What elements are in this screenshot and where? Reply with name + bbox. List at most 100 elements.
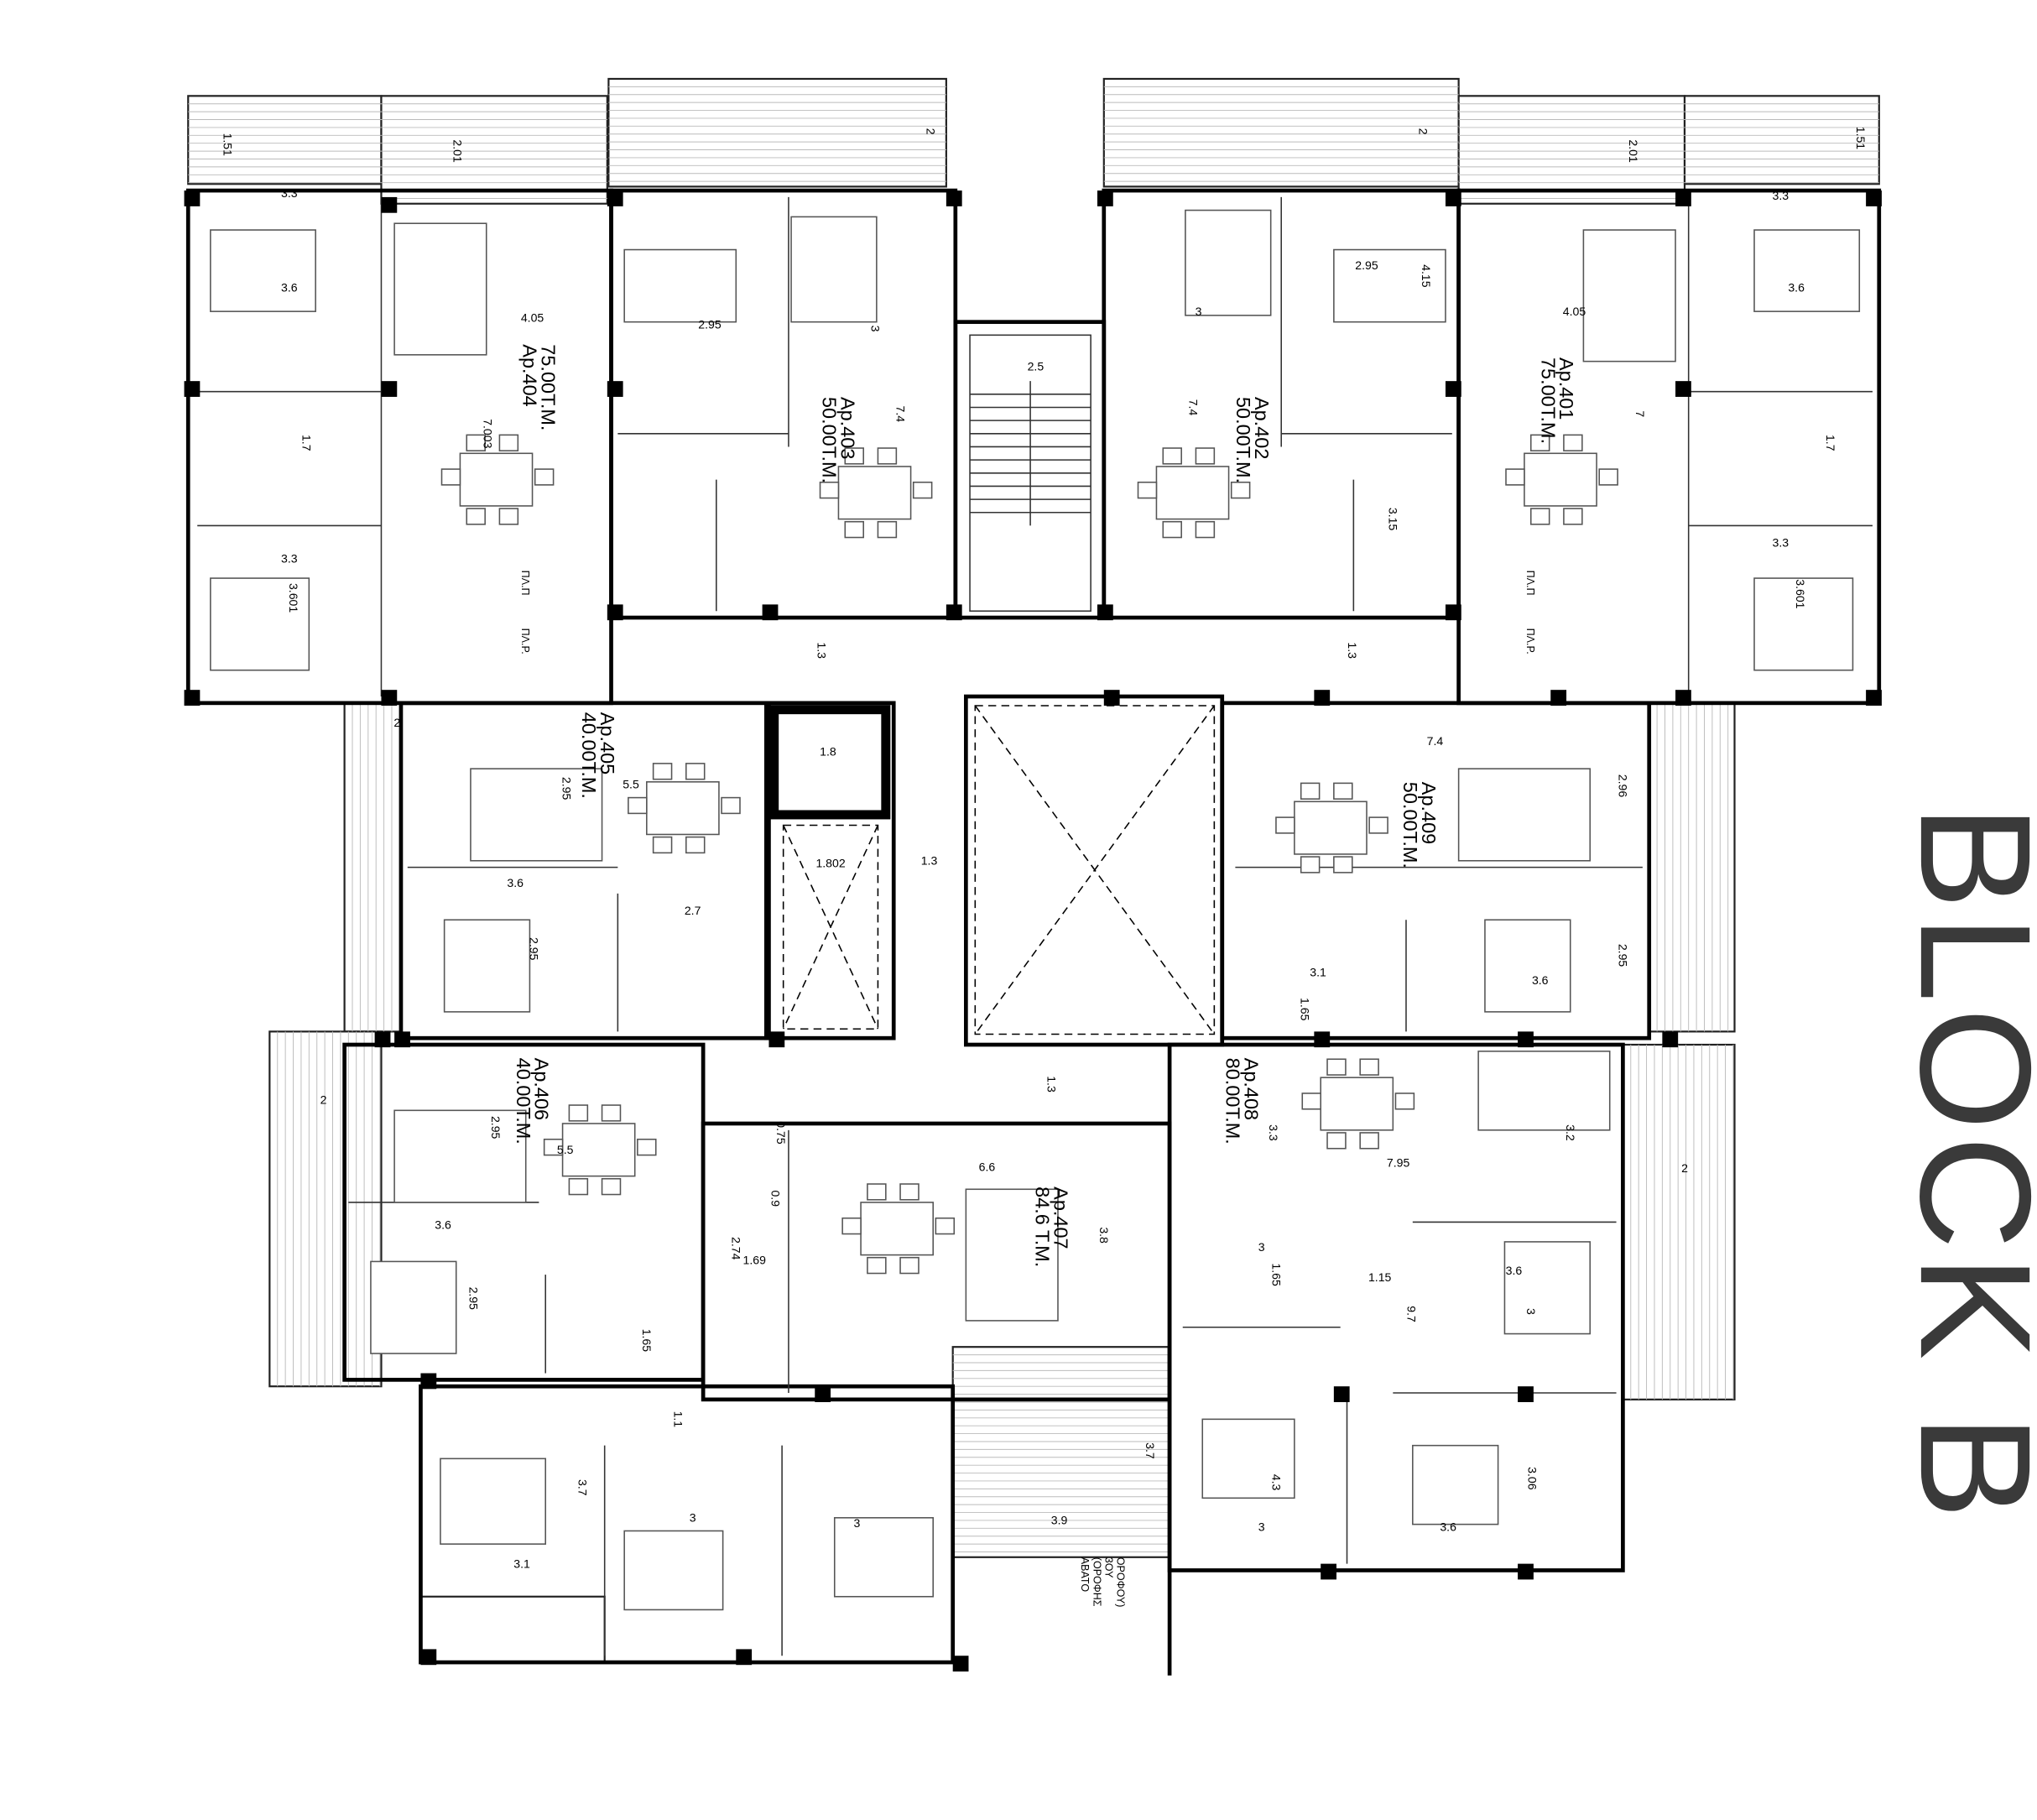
dimension-label: 3.601 bbox=[287, 583, 300, 613]
chair bbox=[1529, 434, 1550, 451]
dimension-label: 2.5 bbox=[1028, 360, 1045, 373]
chair bbox=[652, 836, 673, 854]
dimension-label: 3 bbox=[1196, 305, 1202, 318]
dimension-label: 3 bbox=[1524, 1308, 1538, 1315]
bed bbox=[1503, 1241, 1592, 1335]
chair bbox=[440, 468, 461, 486]
column bbox=[946, 604, 962, 621]
dimension-label: 2.7 bbox=[685, 904, 701, 917]
chair bbox=[721, 796, 741, 815]
chair bbox=[568, 1177, 589, 1196]
svg-text:Ap.403: Ap.403 bbox=[837, 397, 859, 459]
dimension-label: 1.15 bbox=[1368, 1270, 1392, 1284]
sofa bbox=[470, 768, 603, 862]
dimension-label: 2.95 bbox=[466, 1287, 480, 1311]
dimension-label: 3.3 bbox=[1773, 189, 1790, 202]
dimension-label: 2.95 bbox=[1617, 944, 1630, 967]
column bbox=[1550, 690, 1567, 706]
chair bbox=[1300, 856, 1321, 873]
svg-text:ΠΛ.Π: ΠΛ.Π bbox=[1524, 571, 1536, 596]
dining-table bbox=[646, 781, 720, 836]
dimension-label: 2.95 bbox=[1355, 258, 1378, 272]
sofa bbox=[1477, 1051, 1611, 1131]
dimension-label: 2 bbox=[393, 716, 400, 729]
dimension-label: 2 bbox=[1417, 128, 1430, 135]
column bbox=[1675, 190, 1691, 206]
dimension-label: 1.3 bbox=[1045, 1076, 1058, 1093]
svg-text:Ap.407: Ap.407 bbox=[1050, 1186, 1071, 1249]
bed bbox=[833, 1517, 934, 1598]
dimension-label: 0.75 bbox=[774, 1121, 788, 1145]
dimension-label: 1.7 bbox=[300, 435, 313, 451]
furniture bbox=[210, 209, 1861, 1611]
dimension-label: 2.74 bbox=[730, 1237, 743, 1260]
chair bbox=[685, 836, 706, 854]
dimension-label: 2.95 bbox=[698, 318, 722, 331]
dining-table bbox=[1294, 800, 1368, 855]
dimension-label: 3.6 bbox=[1506, 1264, 1523, 1277]
dimension-label: 1.1 bbox=[672, 1411, 685, 1428]
svg-text:50.00T.M.: 50.00T.M. bbox=[1399, 782, 1421, 868]
dimension-label: 3.06 bbox=[1526, 1467, 1539, 1490]
dimension-label: 3.3 bbox=[281, 186, 298, 200]
dimension-label: 3.2 bbox=[1564, 1124, 1577, 1141]
chair bbox=[1505, 468, 1525, 486]
dimension-label: 1.51 bbox=[221, 133, 235, 157]
stairs bbox=[969, 334, 1091, 613]
dimension-label: 3 bbox=[1258, 1240, 1265, 1254]
dimension-label: 1.3 bbox=[815, 642, 828, 659]
dimension-label: 1.65 bbox=[1269, 1263, 1283, 1286]
walls bbox=[185, 188, 1882, 1676]
chair bbox=[867, 1183, 887, 1201]
column bbox=[394, 1031, 410, 1048]
partitions bbox=[197, 196, 1873, 1656]
column bbox=[1518, 1031, 1534, 1048]
dimension-label: 3.7 bbox=[1144, 1442, 1157, 1459]
dimension-label: 3.6 bbox=[507, 876, 524, 889]
dimension-label: 1.7 bbox=[1824, 435, 1837, 451]
column bbox=[607, 190, 623, 206]
chair bbox=[1359, 1132, 1379, 1150]
chair bbox=[1300, 782, 1321, 800]
bed bbox=[1484, 919, 1571, 1013]
chair bbox=[1326, 1058, 1347, 1076]
balconies bbox=[187, 77, 1880, 1664]
svg-text:ΟΡΟΦΟΥ): ΟΡΟΦΟΥ) bbox=[1114, 1557, 1126, 1608]
svg-text:50.00T.M.: 50.00T.M. bbox=[1232, 397, 1254, 483]
dimension-label: 3.6 bbox=[1532, 973, 1549, 987]
column bbox=[1103, 690, 1120, 706]
column bbox=[381, 690, 398, 706]
svg-text:Ap.408: Ap.408 bbox=[1240, 1058, 1262, 1120]
chair bbox=[1563, 508, 1583, 525]
dining-table bbox=[860, 1202, 934, 1256]
svg-text:(ΟΡΟΦΗΣ: (ΟΡΟΦΗΣ bbox=[1091, 1557, 1102, 1607]
column bbox=[1445, 604, 1461, 621]
dining-table bbox=[837, 466, 912, 520]
column bbox=[1518, 1386, 1534, 1402]
column bbox=[381, 196, 398, 213]
bed bbox=[1753, 577, 1854, 671]
chair bbox=[1162, 447, 1182, 465]
dimension-label: 7.95 bbox=[1387, 1156, 1410, 1170]
sofa bbox=[1457, 768, 1592, 862]
dimension-label: 2.95 bbox=[560, 777, 574, 800]
dimension-label: 3.6 bbox=[281, 281, 298, 295]
svg-text:80.00T.M.: 80.00T.M. bbox=[1222, 1058, 1243, 1145]
dimension-label: 7 bbox=[1633, 410, 1647, 417]
dimension-label: 5.5 bbox=[623, 778, 639, 791]
dining-table bbox=[1524, 452, 1597, 507]
chair bbox=[819, 481, 840, 499]
dimension-label: 1.8 bbox=[820, 744, 836, 758]
svg-text:Ap.404: Ap.404 bbox=[519, 344, 541, 406]
dimension-label: 3.6 bbox=[1788, 281, 1805, 295]
column bbox=[184, 190, 201, 206]
column bbox=[946, 190, 962, 206]
dimension-label: 3.7 bbox=[576, 1479, 589, 1496]
chair bbox=[877, 447, 898, 465]
